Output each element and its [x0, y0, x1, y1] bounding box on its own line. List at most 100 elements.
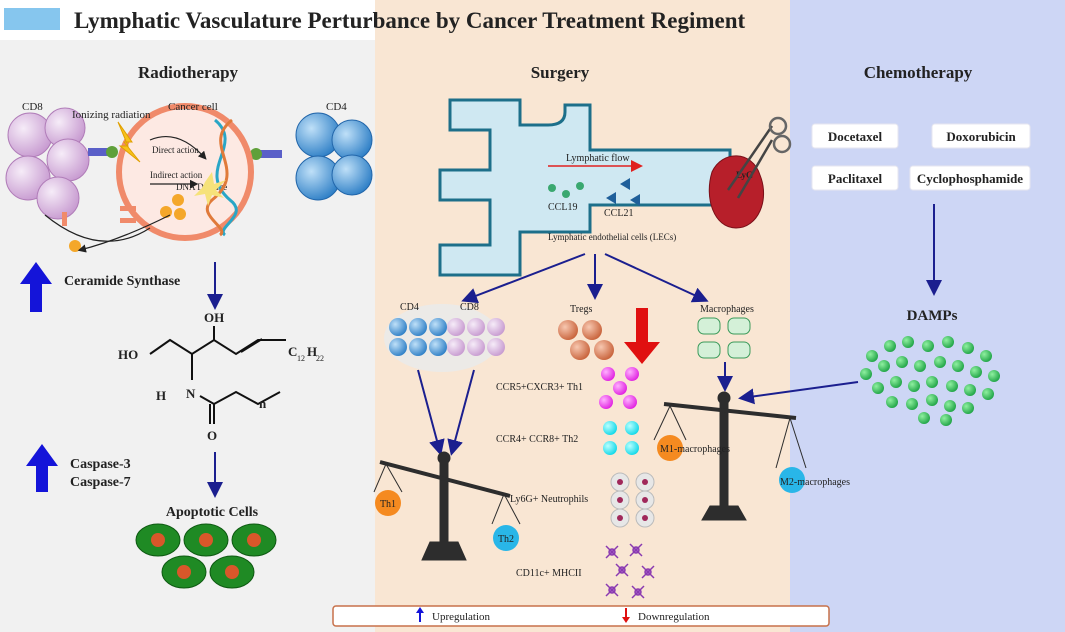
receptor-left — [88, 146, 118, 158]
damps-to-balance-arrow — [738, 381, 859, 405]
th1-label: Th1 — [380, 499, 396, 510]
tcell-to-balance-left — [417, 369, 445, 456]
lecs-label: Lymphatic endothelial cells (LECs) — [548, 232, 676, 242]
ceramide-particles — [62, 194, 186, 252]
dendritic-cells — [605, 543, 655, 599]
tregs-down-arrow — [624, 308, 660, 364]
legend-up-arrow-head — [416, 607, 424, 613]
apoptotic-cells-label: Apoptotic Cells — [166, 505, 259, 520]
title-bar — [0, 0, 375, 40]
tcell-to-balance-right — [447, 369, 475, 456]
th2-population-cells — [603, 421, 639, 455]
legend-down-arrow-head — [622, 617, 630, 623]
cd11c-label: CD11c+ MHCII — [516, 568, 582, 579]
mol-chain-22: 22 — [316, 354, 324, 363]
drug-boxes — [811, 123, 1031, 191]
dna-helix-icon — [205, 118, 238, 237]
m1-label: M1-macrophages — [660, 444, 730, 455]
neutrophils-label: Ly6G+ Neutrophils — [510, 494, 588, 505]
cd4-cell-cluster — [295, 112, 373, 201]
feedback-arrow-2 — [44, 214, 151, 242]
surgery-cd8-cells — [447, 318, 505, 356]
direct-action-label: Direct action — [152, 145, 199, 155]
surgery-arrow-left — [461, 253, 586, 304]
cd8-cell-cluster — [5, 107, 90, 220]
surgery-arrow-right — [604, 253, 709, 303]
apoptotic-cells-cluster — [135, 523, 277, 589]
mol-n: N — [186, 386, 196, 401]
caspase-up-arrow — [26, 444, 58, 492]
surgery-header: Surgery — [531, 63, 590, 82]
title-accent — [4, 8, 60, 30]
macrophage-cells — [697, 317, 751, 359]
ccl19-markers — [548, 182, 584, 198]
mol-o: O — [207, 428, 217, 443]
page-title: Lymphatic Vasculature Perturbance by Can… — [74, 8, 746, 33]
ccl19-label: CCL19 — [548, 202, 577, 213]
tregs-cells — [558, 320, 614, 360]
th1-population-label: CCR5+CXCR3+ Th1 — [496, 382, 583, 393]
caspase-3-label: Caspase-3 — [70, 457, 131, 472]
ceramide-up-arrow — [20, 262, 52, 312]
cd4-label: CD4 — [326, 101, 347, 113]
macrophages-label: Macrophages — [700, 304, 754, 315]
drug-docetaxel: Docetaxel — [828, 129, 883, 144]
dna-damage-label: DNA Damage — [176, 182, 227, 192]
mol-nsub: n — [259, 396, 267, 411]
t-cell-group-halo — [384, 304, 500, 372]
lymphatic-vessel — [438, 98, 732, 277]
surgery-cd4-label: CD4 — [400, 302, 419, 313]
th1-population-cells — [599, 367, 639, 409]
damps-label: DAMPs — [907, 308, 958, 324]
drug-paclitaxel: Paclitaxel — [828, 171, 883, 186]
m2-weight — [779, 467, 805, 493]
drug-doxorubicin: Doxorubicin — [946, 129, 1016, 144]
feedback-arrow — [77, 214, 171, 253]
ccl21-markers — [606, 178, 640, 206]
lymphatic-flow-label: Lymphatic flow — [566, 153, 630, 164]
legend-down-label: Downregulation — [638, 611, 710, 623]
m1-weight — [657, 435, 683, 461]
th1-weight — [375, 490, 401, 516]
mol-chain-h: H — [307, 344, 317, 359]
mol-ho: HO — [118, 347, 138, 362]
ionizing-label: Ionizing radiation — [72, 109, 151, 121]
caspase-7-label: Caspase-7 — [70, 475, 131, 490]
radiotherapy-header: Radiotherapy — [138, 63, 239, 82]
lyg-label: LyG — [736, 170, 753, 180]
macrophage-balance-scale — [653, 391, 807, 521]
th2-weight — [493, 525, 519, 551]
ceramide-synthase-label: Ceramide Synthase — [64, 274, 180, 289]
damps-particles — [860, 336, 1000, 426]
th2-label: Th2 — [498, 534, 514, 545]
th2-population-label: CCR4+ CCR8+ Th2 — [496, 434, 578, 445]
legend-box — [332, 605, 830, 627]
damage-burst-icon — [194, 172, 226, 206]
mol-chain-c: C — [288, 344, 297, 359]
lightning-icon — [117, 121, 141, 163]
th-balance-scale — [373, 451, 521, 561]
drug-cyclophosphamide: Cyclophosphamide — [917, 171, 1023, 186]
cancer-cell-label: Cancer cell — [168, 101, 218, 113]
ccl21-label: CCL21 — [604, 208, 633, 219]
ceramide-molecule — [149, 326, 286, 424]
chemotherapy-panel — [790, 0, 1065, 632]
direct-action-arrow — [149, 136, 207, 160]
lymph-node-lyg — [708, 155, 765, 229]
chemotherapy-header: Chemotherapy — [864, 63, 973, 82]
indirect-action-label: Indirect action — [150, 170, 203, 180]
scissors-icon — [726, 116, 792, 199]
receptor-right — [250, 148, 282, 160]
legend-up-label: Upregulation — [432, 611, 491, 623]
mol-h: H — [156, 388, 166, 403]
cd8-label: CD8 — [22, 101, 43, 113]
m2-label: M2-macrophages — [780, 477, 850, 488]
tregs-label: Tregs — [570, 304, 593, 315]
surgery-cd8-label: CD8 — [460, 302, 479, 313]
neutrophil-cells — [610, 472, 655, 528]
mol-oh: OH — [204, 310, 224, 325]
surgery-cd4-cells — [389, 318, 447, 356]
mol-chain-12: 12 — [297, 354, 305, 363]
